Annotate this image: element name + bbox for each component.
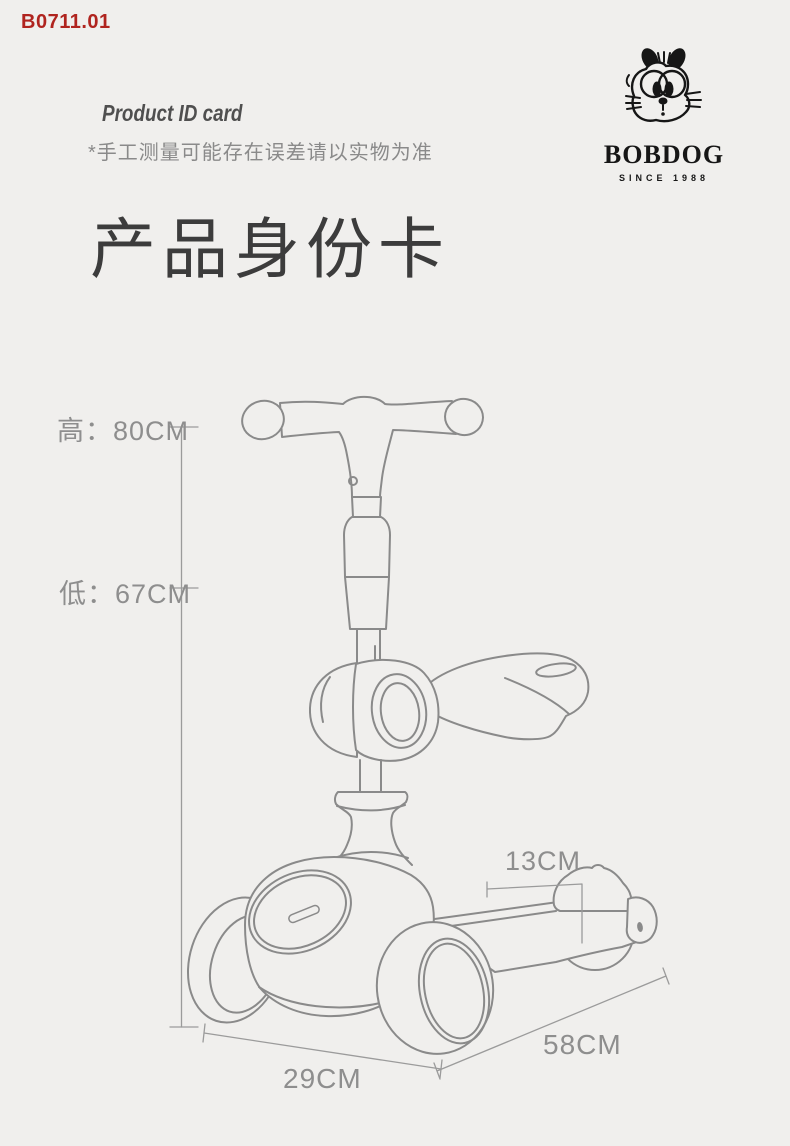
dim-width-label: 29CM	[283, 1063, 362, 1094]
dim-height-low-label: 低：67CM	[59, 579, 192, 609]
dim-length-label: 58CM	[543, 1029, 622, 1060]
rear-offset-dimension-line	[486, 881, 583, 944]
brand-logo: BOBDOG SINCE 1988	[586, 46, 742, 183]
brand-name: BOBDOG	[603, 140, 725, 169]
stem	[343, 496, 391, 669]
dim-height-high-label: 高：80CM	[57, 416, 190, 446]
dim-rear-offset-label: 13CM	[505, 846, 582, 876]
handlebar	[241, 395, 484, 498]
lower-joint	[330, 759, 413, 866]
rear-deck-and-wheel	[419, 864, 658, 973]
brand-since: SINCE 1988	[618, 173, 710, 183]
seat-and-hub	[308, 652, 590, 762]
product-code: B0711.01	[21, 11, 111, 33]
page-title: 产品身份卡	[90, 214, 450, 287]
right-front-wheel	[375, 921, 495, 1055]
measurement-note: *手工测量可能存在误差请以实物为准	[88, 142, 433, 164]
panel-badge	[288, 904, 320, 924]
dimension-lines	[169, 426, 670, 1080]
length-dimension-line	[433, 967, 670, 1080]
front-panel	[248, 869, 352, 955]
card-subtitle: Product ID card	[102, 100, 243, 126]
bobdog-face-icon	[625, 48, 702, 123]
seat	[422, 652, 590, 741]
